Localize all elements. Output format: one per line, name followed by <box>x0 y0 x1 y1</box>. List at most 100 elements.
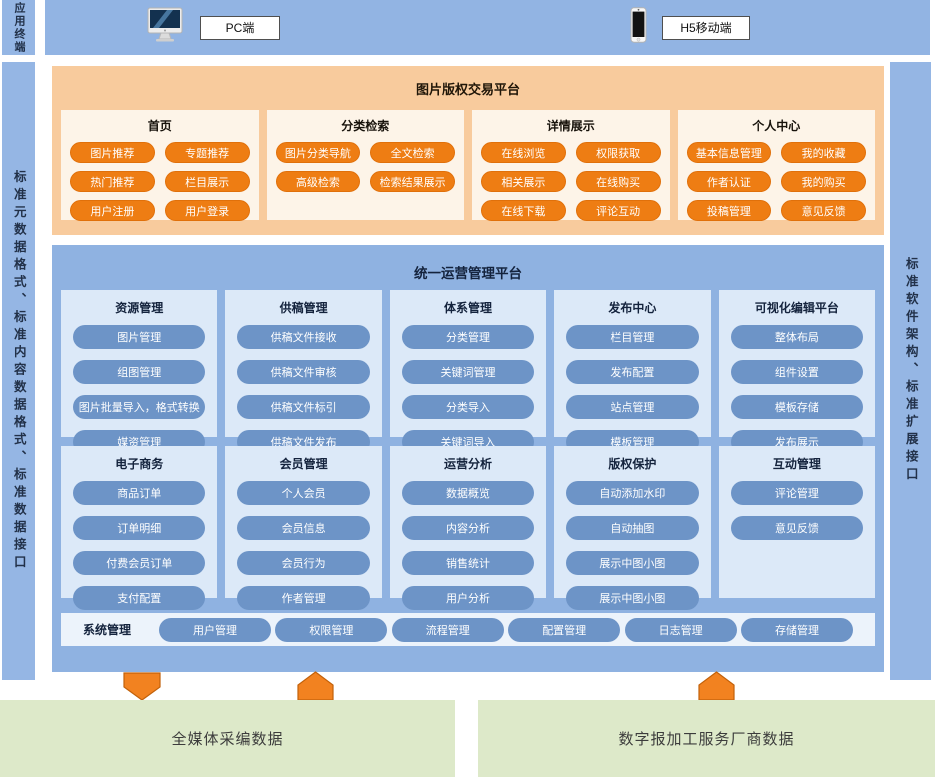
card-title: 发布中心 <box>608 301 657 315</box>
arrow-up-icon <box>698 671 735 701</box>
feature-pill: 流程管理 <box>391 617 504 642</box>
feature-pill: 在线下载 <box>481 200 566 221</box>
feature-pill: 图片分类导航 <box>275 142 361 163</box>
feature-pill: 我的购买 <box>781 171 866 192</box>
group-personal-center: 个人中心 基本信息管理 我的收藏 作者认证 我的购买 投稿管理 意见反馈 <box>677 110 875 221</box>
feature-pill: 销售统计 <box>401 551 535 575</box>
card-title: 互动管理 <box>772 457 821 471</box>
application-terminal-label: 应用终端 <box>13 1 25 54</box>
feature-pill: 图片推荐 <box>70 142 155 163</box>
card-contribution-management: 供稿管理 供稿文件接收 供稿文件审核 供稿文件标引 供稿文件发布 <box>225 290 382 454</box>
card-resource-management: 资源管理 图片管理 组图管理 图片批量导入，格式转换 媒资管理 <box>61 290 218 454</box>
feature-pill: 发布配置 <box>566 360 699 384</box>
card-copyright-protection: 版权保护 自动添加水印 自动抽图 展示中图小图 展示中图小图 <box>554 446 711 610</box>
card-title: 电子商务 <box>115 457 164 471</box>
system-management-bar: 系统管理 用户管理 权限管理 流程管理 配置管理 日志管理 存储管理 <box>61 613 875 646</box>
datasource-digital-newspaper: 数字报加工服务厂商数据 <box>478 700 935 777</box>
feature-pill: 热门推荐 <box>70 171 155 192</box>
feature-pill: 高级检索 <box>275 171 361 192</box>
feature-pill: 评论管理 <box>730 481 864 505</box>
group-title: 详情展示 <box>546 119 595 133</box>
standards-right-rail: 标准软件架构、标准扩展接口 <box>890 62 931 680</box>
feature-pill: 用户登录 <box>164 200 250 221</box>
feature-pill: 付费会员订单 <box>73 551 206 575</box>
operations-platform-title: 统一运营管理平台 <box>414 266 522 281</box>
feature-pill: 投稿管理 <box>686 200 772 221</box>
card-taxonomy-management: 体系管理 分类管理 关键词管理 分类导入 关键词导入 <box>389 290 547 454</box>
group-category-search: 分类检索 图片分类导航 全文检索 高级检索 检索结果展示 <box>266 110 464 220</box>
feature-pill: 栏目管理 <box>566 325 699 349</box>
feature-pill: 关键词管理 <box>401 360 535 384</box>
trading-platform-title: 图片版权交易平台 <box>415 82 520 97</box>
feature-pill: 全文检索 <box>370 142 455 163</box>
feature-pill: 在线购买 <box>575 171 661 192</box>
card-title: 运营分析 <box>444 457 493 471</box>
card-visual-editing-platform: 可视化编辑平台 整体布局 组件设置 模板存储 发布展示 <box>718 290 876 454</box>
feature-pill: 基本信息管理 <box>686 142 772 163</box>
feature-pill: 会员信息 <box>237 516 370 540</box>
desktop-monitor-icon <box>145 7 185 49</box>
feature-pill: 评论互动 <box>575 200 661 221</box>
h5-terminal: H5移动端 <box>630 0 750 55</box>
feature-pill: 自动添加水印 <box>566 481 699 505</box>
feature-pill: 会员行为 <box>237 551 370 575</box>
card-title: 资源管理 <box>115 301 164 315</box>
group-detail-display: 详情展示 在线浏览 权限获取 相关展示 在线购买 在线下载 评论互动 <box>472 110 670 221</box>
feature-pill: 分类管理 <box>401 325 535 349</box>
feature-pill: 权限获取 <box>575 142 661 163</box>
feature-pill: 支付配置 <box>73 586 206 610</box>
feature-pill: 检索结果展示 <box>370 171 455 192</box>
smartphone-icon <box>630 7 647 48</box>
card-member-management: 会员管理 个人会员 会员信息 会员行为 作者管理 <box>225 446 382 610</box>
feature-pill: 存储管理 <box>740 617 853 642</box>
feature-pill: 分类导入 <box>401 395 535 419</box>
feature-pill: 在线浏览 <box>481 142 566 163</box>
feature-pill: 相关展示 <box>481 171 566 192</box>
card-operation-analysis: 运营分析 数据概览 内容分析 销售统计 用户分析 <box>389 446 547 610</box>
feature-pill: 商品订单 <box>73 481 206 505</box>
application-terminal-rail: 应用终端 <box>2 0 35 55</box>
feature-pill: 配置管理 <box>508 617 621 642</box>
feature-pill: 图片批量导入，格式转换 <box>73 395 206 419</box>
feature-pill: 我的收藏 <box>781 142 866 163</box>
standards-right-label: 标准软件架构、标准扩展接口 <box>903 257 918 485</box>
card-publish-center: 发布中心 栏目管理 发布配置 站点管理 模板管理 <box>554 290 711 454</box>
card-title: 体系管理 <box>444 301 493 315</box>
feature-pill: 个人会员 <box>237 481 370 505</box>
feature-pill: 供稿文件接收 <box>237 325 370 349</box>
feature-pill: 内容分析 <box>401 516 535 540</box>
pc-terminal-box: PC端 <box>200 15 280 40</box>
feature-pill: 组图管理 <box>73 360 206 384</box>
group-title: 首页 <box>147 119 172 133</box>
feature-pill: 权限管理 <box>275 617 388 642</box>
feature-pill: 用户分析 <box>401 586 535 610</box>
pc-terminal: PC端 <box>145 0 280 55</box>
standards-left-rail: 标准元数据格式、标准内容数据格式、标准数据接口 <box>2 62 35 680</box>
card-title: 供稿管理 <box>279 301 328 315</box>
feature-pill: 用户管理 <box>159 617 272 642</box>
feature-pill: 作者管理 <box>237 586 370 610</box>
system-management-label: 系统管理 <box>83 623 132 637</box>
card-title: 会员管理 <box>279 457 328 471</box>
arrow-down-icon <box>123 672 161 701</box>
card-title: 版权保护 <box>608 457 657 471</box>
feature-pill: 作者认证 <box>686 171 772 192</box>
feature-pill: 日志管理 <box>624 617 737 642</box>
terminal-bar: PC端 H5移动端 <box>45 0 930 55</box>
feature-pill: 专题推荐 <box>164 142 250 163</box>
group-title: 分类检索 <box>341 119 390 133</box>
feature-pill: 组件设置 <box>730 360 864 384</box>
feature-pill: 自动抽图 <box>566 516 699 540</box>
feature-pill: 图片管理 <box>73 325 206 349</box>
card-interaction-management: 互动管理 评论管理 意见反馈 <box>718 446 876 598</box>
operations-platform-panel: 统一运营管理平台 资源管理 图片管理 组图管理 图片批量导入，格式转换 媒资管理… <box>52 245 884 672</box>
group-homepage: 首页 图片推荐 专题推荐 热门推荐 栏目展示 用户注册 用户登录 <box>61 110 259 221</box>
arrow-up-icon <box>297 671 334 701</box>
feature-pill: 意见反馈 <box>781 200 866 221</box>
standards-left-label: 标准元数据格式、标准内容数据格式、标准数据接口 <box>11 169 26 573</box>
feature-pill: 供稿文件标引 <box>237 395 370 419</box>
card-title: 可视化编辑平台 <box>754 301 839 315</box>
feature-pill: 展示中图小图 <box>566 586 699 610</box>
trading-platform-panel: 图片版权交易平台 首页 图片推荐 专题推荐 热门推荐 栏目展示 用户注册 用户登… <box>52 66 884 235</box>
feature-pill: 栏目展示 <box>164 171 250 192</box>
